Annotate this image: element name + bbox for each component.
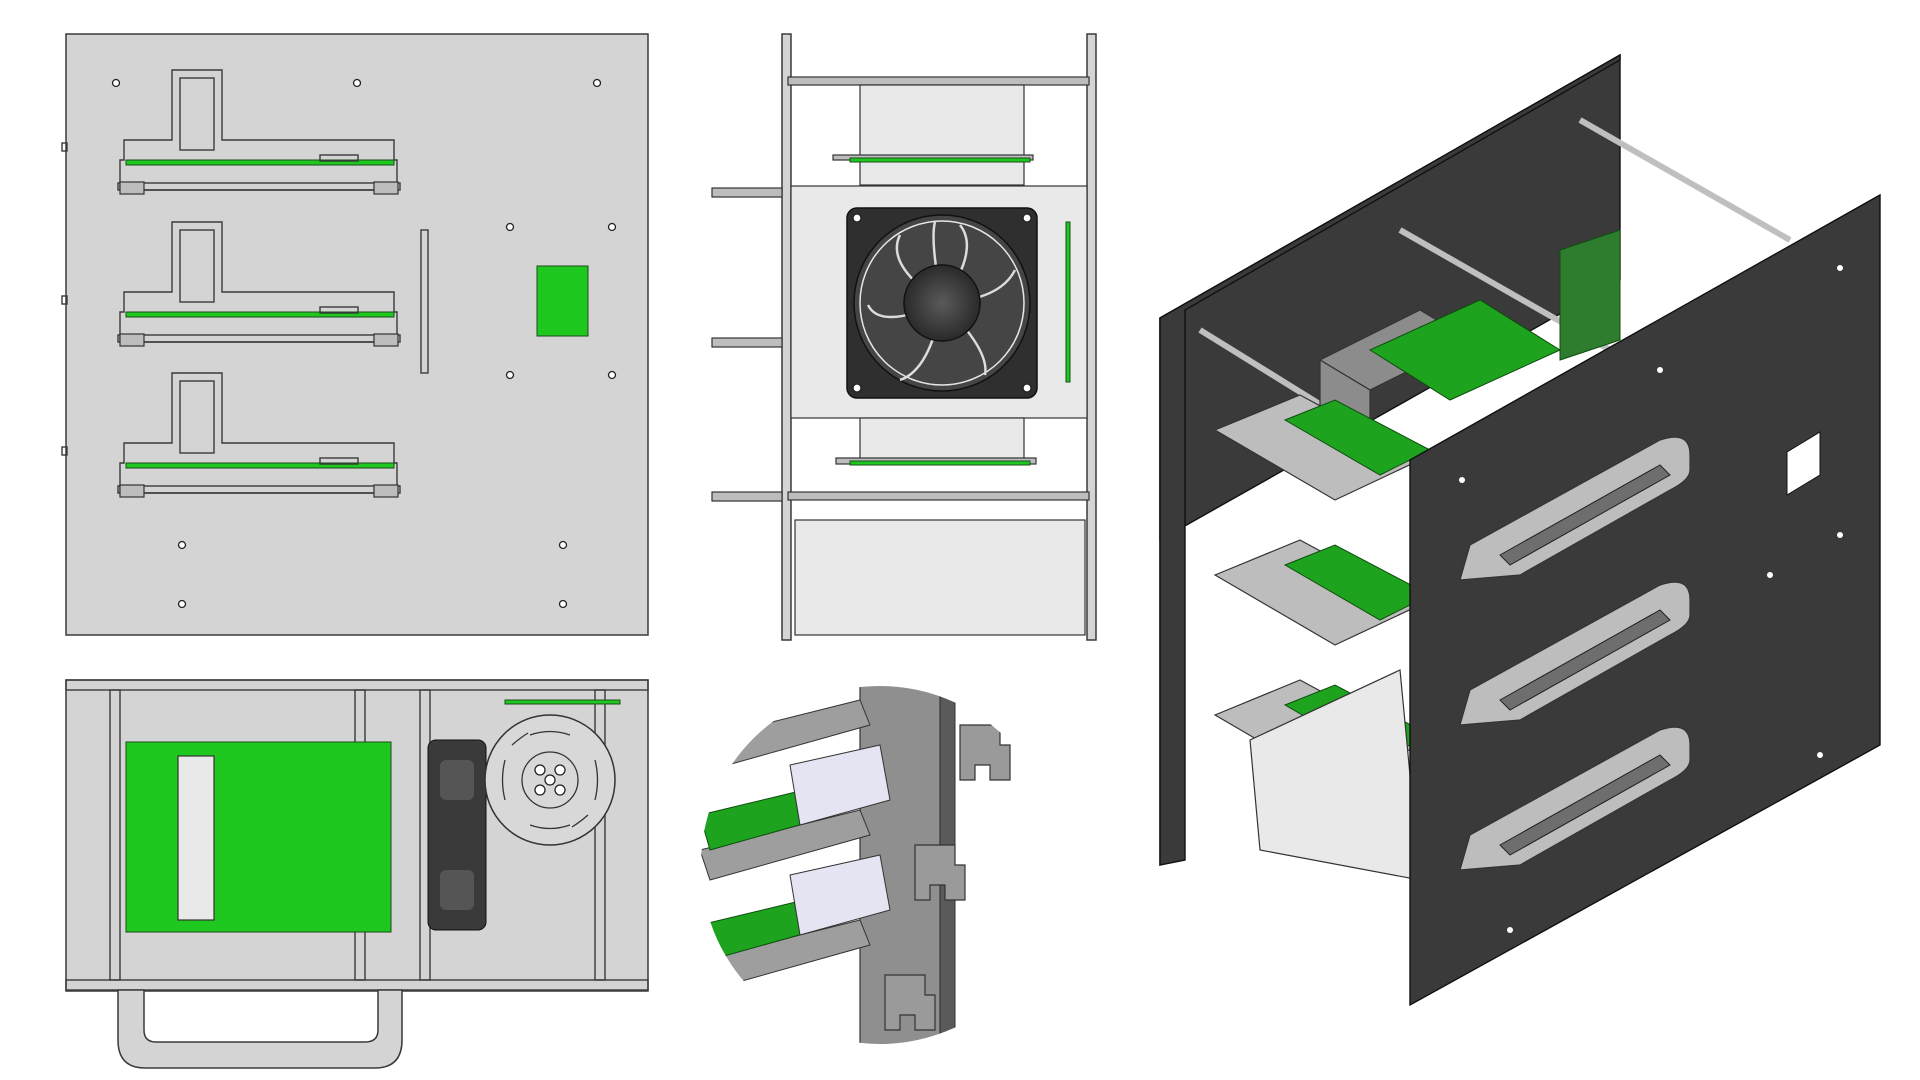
bottom-rod [787, 491, 1090, 501]
front-view [61, 33, 649, 636]
lower-duct [859, 417, 1025, 461]
fan-grille [484, 714, 616, 846]
top-pcb [125, 741, 392, 933]
standoff [711, 337, 783, 348]
side-post-right [1086, 33, 1097, 641]
panel-window [1786, 431, 1821, 496]
clip [914, 844, 966, 901]
standoff [711, 187, 783, 198]
mounting-holes [111, 78, 617, 609]
detail-view [699, 684, 1061, 1046]
upper-duct [859, 84, 1025, 186]
side-post-left [781, 33, 792, 641]
edge-tab [61, 142, 68, 152]
top-rod [787, 76, 1090, 86]
board-bracket-3 [117, 372, 401, 498]
clip [959, 724, 1011, 781]
pcb-edge [504, 699, 621, 705]
front-panel-holes [1459, 265, 1843, 933]
vertical-slot [420, 229, 429, 374]
top-view [65, 679, 649, 1069]
side-view [711, 33, 1097, 641]
front-bracket-1 [1459, 436, 1691, 581]
standoff [711, 491, 783, 502]
clip [884, 974, 936, 1031]
edge-tab [61, 295, 68, 305]
board-bracket-1 [117, 69, 401, 195]
pcb-board [125, 462, 395, 469]
pcb-board [125, 311, 395, 318]
pcb-connector [177, 755, 215, 921]
cooling-fan [846, 207, 1038, 399]
green-window [536, 265, 589, 337]
bottom-box [794, 519, 1086, 636]
edge-tab [61, 446, 68, 456]
pcb-board [849, 460, 1031, 466]
carry-handle [117, 989, 403, 1069]
front-bracket-2 [1459, 581, 1691, 726]
isometric-view [1159, 53, 1881, 1007]
front-bracket-3 [1459, 726, 1691, 871]
side-pcb [1065, 221, 1071, 383]
pcb-board [125, 159, 395, 166]
pcb-board [849, 157, 1031, 163]
board-bracket-2 [117, 221, 401, 347]
